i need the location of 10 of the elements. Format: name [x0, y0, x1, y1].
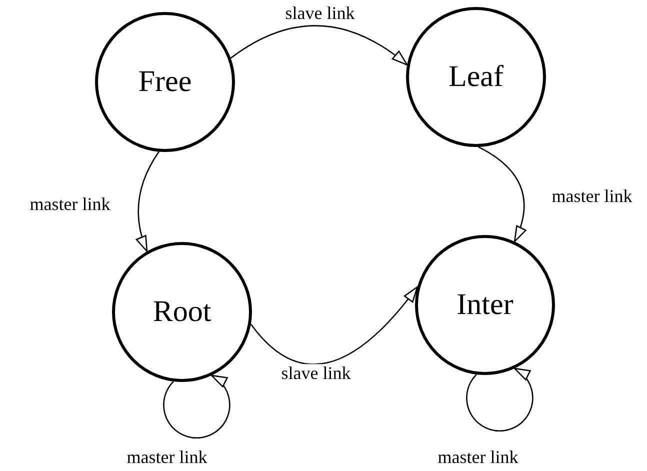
arrow — [230, 25, 408, 66]
state-circle: Leaf — [406, 7, 546, 147]
arrow — [250, 286, 418, 365]
arrow — [466, 368, 534, 432]
state-circle: Inter — [415, 235, 555, 375]
state-circle: Free — [95, 12, 235, 152]
arrow — [163, 374, 230, 439]
arrow — [136, 151, 160, 252]
arrow — [478, 146, 526, 242]
state-circle: Root — [112, 242, 252, 382]
